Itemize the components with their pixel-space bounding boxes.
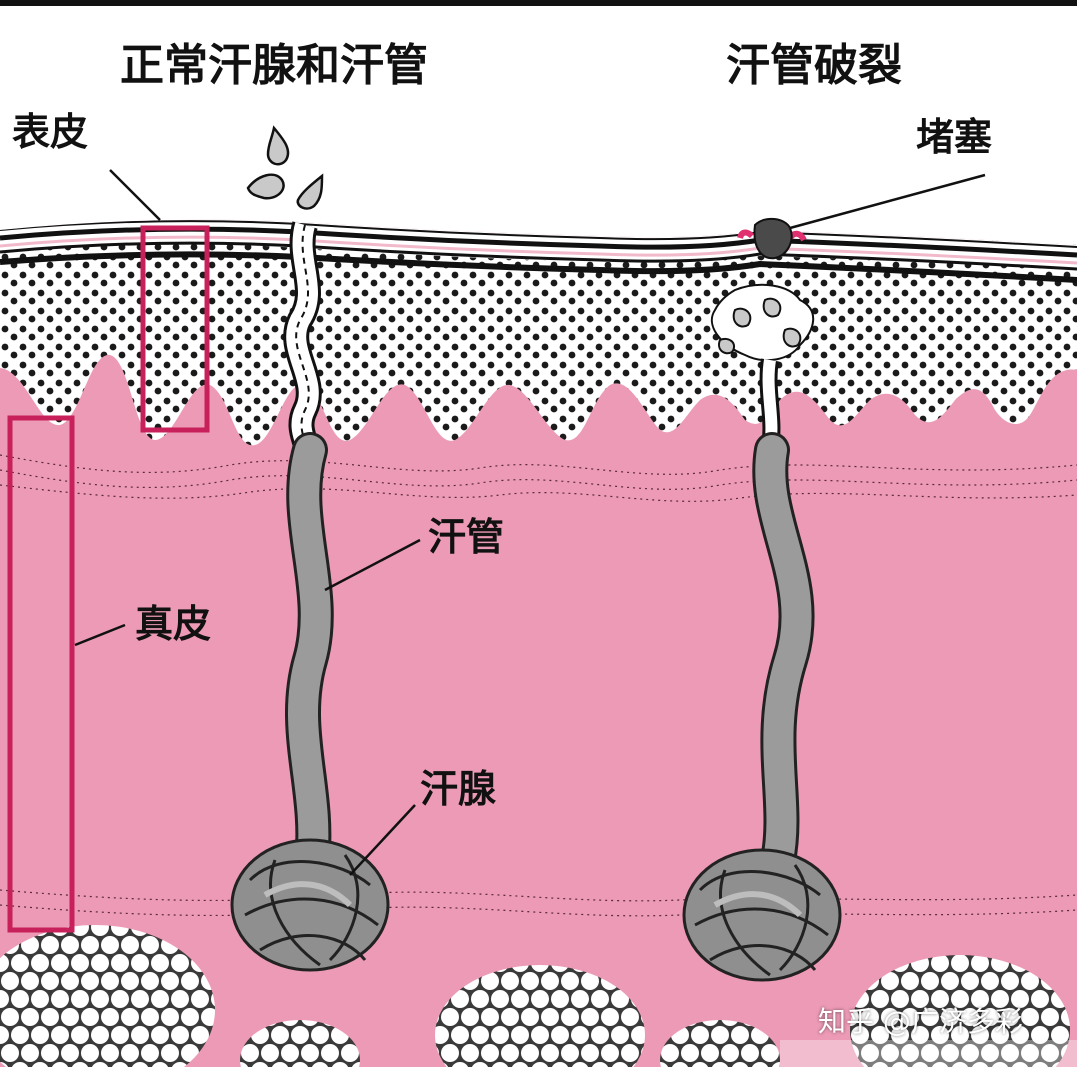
label-dermis: 真皮	[135, 602, 212, 646]
title-normal: 正常汗腺和汗管	[120, 40, 428, 91]
top-border	[0, 0, 1077, 6]
epidermis-dotted-layer	[0, 240, 1077, 446]
title-ruptured: 汗管破裂	[726, 40, 902, 91]
dermis-highlight-box	[7, 415, 75, 933]
label-sweat-duct: 汗管	[428, 515, 505, 559]
leader-lines	[74, 169, 986, 876]
sweat-droplet-icon	[246, 125, 324, 210]
label-sweat-gland: 汗腺	[420, 767, 497, 811]
epidermis-highlight-box	[140, 225, 210, 433]
subcutaneous-fat	[0, 925, 1070, 1067]
normal-sweat-gland	[230, 838, 390, 972]
ruptured-sweat-duct	[682, 217, 842, 982]
normal-sweat-duct	[230, 125, 390, 972]
watermark: 知乎 @广济多彩	[818, 1005, 1023, 1038]
blockage-plug-icon	[737, 217, 807, 260]
label-blockage: 堵塞	[916, 115, 993, 159]
ruptured-sweat-gland	[682, 848, 842, 982]
label-epidermis: 表皮	[12, 110, 89, 154]
